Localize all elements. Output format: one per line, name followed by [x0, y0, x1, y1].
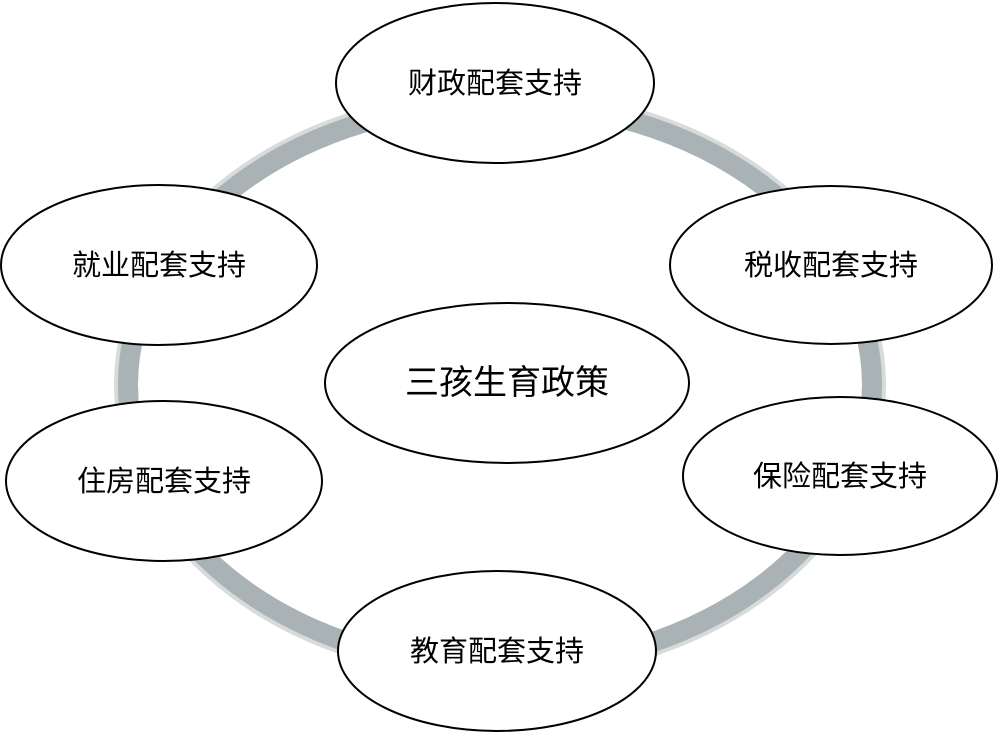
node-employment-support-label: 就业配套支持 [72, 248, 246, 282]
node-housing-support-label: 住房配套支持 [77, 464, 251, 498]
node-tax-support-shape [669, 185, 993, 345]
node-employment-support: 就业配套支持 [0, 184, 318, 346]
node-fiscal-support: 财政配套支持 [335, 2, 655, 164]
node-fiscal-support-shape [335, 2, 655, 164]
node-education-support: 教育配套支持 [337, 570, 657, 732]
node-employment-support-shape [0, 184, 318, 346]
center-node: 三孩生育政策 [324, 302, 690, 464]
center-node-label: 三孩生育政策 [405, 363, 609, 403]
node-housing-support: 住房配套支持 [5, 400, 323, 562]
node-tax-support-label: 税收配套支持 [744, 248, 918, 282]
node-housing-support-shape [5, 400, 323, 562]
node-tax-support: 税收配套支持 [669, 185, 993, 345]
node-insurance-support-shape [682, 396, 998, 556]
node-fiscal-support-label: 财政配套支持 [408, 66, 582, 100]
node-education-support-shape [337, 570, 657, 732]
node-insurance-support-label: 保险配套支持 [753, 459, 927, 493]
center-node-shape [324, 302, 690, 464]
node-education-support-label: 教育配套支持 [410, 634, 584, 668]
node-insurance-support: 保险配套支持 [682, 396, 998, 556]
